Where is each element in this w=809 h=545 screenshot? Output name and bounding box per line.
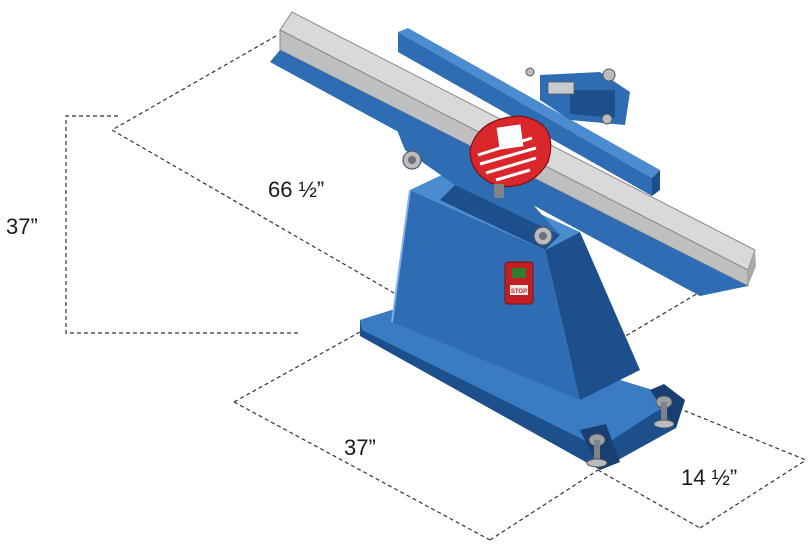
depth-guide-left — [233, 331, 361, 403]
width-guide-left — [597, 469, 701, 529]
height-dimension-line — [65, 115, 300, 334]
adjustment-knobs — [402, 150, 553, 246]
switch-stop-label: STOP — [511, 289, 527, 295]
length-dimension-label: 66 ½” — [268, 177, 325, 202]
dimension-lines — [65, 35, 807, 541]
jointer-fence — [398, 28, 660, 196]
start-button-icon — [512, 268, 526, 278]
fence-lock-knob-icon — [602, 68, 616, 82]
depth-guide-right — [489, 469, 599, 541]
leveling-feet — [586, 395, 675, 468]
width-guide-right — [677, 407, 807, 461]
base-depth-dimension-label: 37” — [344, 435, 376, 460]
fence-bracket — [525, 67, 630, 125]
base-width-dimension-label: 14 ½” — [681, 465, 738, 490]
length-guide-upper — [111, 35, 277, 131]
fence-tilt-knob-icon — [601, 113, 613, 125]
table-support-housing — [395, 125, 560, 250]
height-dimension-label: 37” — [6, 214, 38, 239]
cutter-guard — [469, 115, 552, 198]
power-switch: STOP — [504, 261, 534, 305]
depth-dimension-line — [233, 401, 491, 541]
